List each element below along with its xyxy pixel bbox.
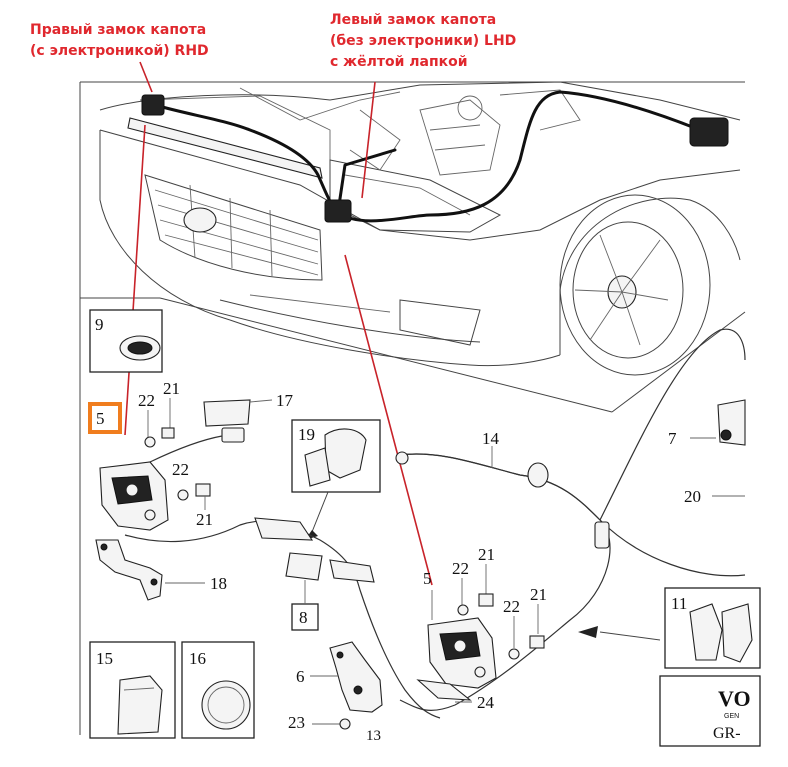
label-21-right-b: 21 bbox=[530, 585, 547, 604]
label-6: 6 bbox=[296, 667, 305, 686]
highlight-box-5 bbox=[88, 402, 122, 434]
label-13: 13 bbox=[366, 728, 381, 744]
caption-left-lock-line1: Левый замок капота bbox=[330, 12, 497, 28]
label-22-right-a: 22 bbox=[452, 559, 469, 578]
label-22-right-b: 22 bbox=[503, 597, 520, 616]
label-14: 14 bbox=[482, 429, 500, 448]
label-7: 7 bbox=[668, 429, 677, 448]
label-21-right-a: 21 bbox=[478, 545, 495, 564]
part-9-box: 9 bbox=[89, 309, 163, 373]
caption-right-lock-line1: Правый замок капота bbox=[30, 22, 207, 38]
label-24: 24 bbox=[477, 693, 495, 712]
label-19: 19 bbox=[298, 425, 315, 444]
label-20: 20 bbox=[684, 487, 701, 506]
brand-fragment: VO bbox=[718, 686, 751, 711]
label-5-left: 5 bbox=[96, 409, 105, 428]
label-8: 8 bbox=[299, 608, 308, 627]
diagram-frame bbox=[79, 81, 746, 735]
label-21-left-b: 21 bbox=[196, 510, 213, 529]
label-21-left-a: 21 bbox=[163, 379, 180, 398]
label-11: 11 bbox=[671, 594, 687, 613]
part-18-bracket bbox=[95, 539, 163, 601]
label-5-right: 5 bbox=[423, 569, 432, 588]
left-lock-assembly bbox=[99, 461, 169, 531]
label-22-left-b: 22 bbox=[172, 460, 189, 479]
caption-left-lock: Левый замок капота (без электроники) LHD… bbox=[330, 10, 516, 73]
caption-left-lock-line3: с жёлтой лапкой bbox=[330, 54, 468, 70]
label-17: 17 bbox=[276, 391, 294, 410]
label-16: 16 bbox=[189, 649, 206, 668]
part-16-box: 16 bbox=[181, 641, 255, 739]
label-23: 23 bbox=[288, 713, 305, 732]
label-18: 18 bbox=[210, 574, 227, 593]
part-15-box: 15 bbox=[89, 641, 176, 739]
caption-left-lock-line2: (без электроники) LHD bbox=[330, 33, 517, 49]
right-lock-assembly bbox=[427, 617, 497, 689]
part-11-box: 11 bbox=[664, 587, 761, 669]
car-illustration bbox=[99, 81, 741, 376]
label-15: 15 bbox=[96, 649, 113, 668]
brand-small: GEN bbox=[724, 713, 739, 720]
red-callout-lines bbox=[124, 61, 433, 586]
caption-right-lock: Правый замок капота (с электроникой) RHD bbox=[30, 20, 209, 62]
caption-right-lock-line2: (с электроникой) RHD bbox=[30, 43, 209, 59]
part-19-box: 19 bbox=[291, 419, 381, 493]
label-22-left-a: 22 bbox=[138, 391, 155, 410]
label-9: 9 bbox=[95, 315, 104, 334]
part-6-bracket bbox=[329, 641, 383, 713]
code-fragment: GR- bbox=[713, 725, 741, 742]
